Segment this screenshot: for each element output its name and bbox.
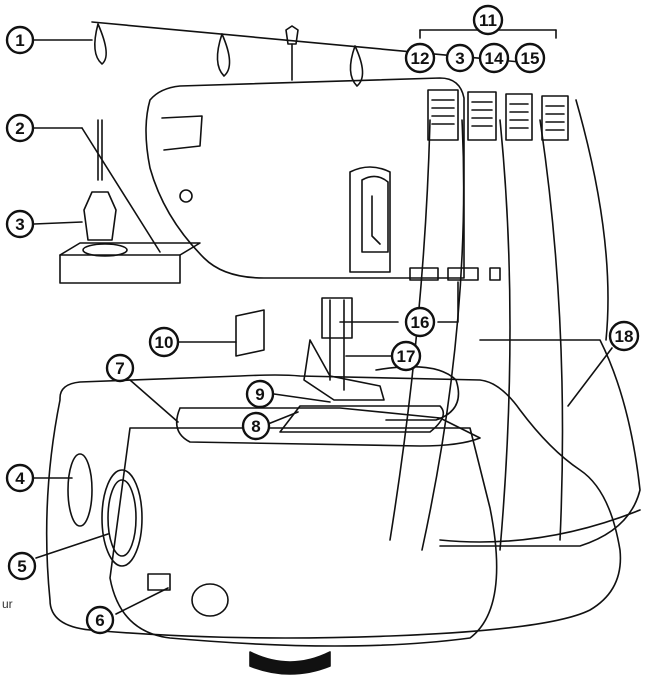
callout-label-c14: 14 (485, 49, 504, 68)
callout-circle-c16 (404, 306, 436, 338)
callout-label-c13: 3 (455, 49, 464, 68)
callout-label-c7: 7 (115, 359, 124, 378)
callout-label-c1: 1 (15, 31, 24, 50)
callout-circle-c2 (5, 113, 35, 143)
callout-circle-c11 (472, 4, 504, 36)
callout-label-c6: 6 (95, 611, 104, 630)
callout-circle-c12 (404, 42, 436, 74)
callout-circle-c18 (608, 320, 640, 352)
callout-circle-c13 (445, 43, 475, 73)
callout-circle-c10 (148, 326, 180, 358)
callout-circle-c1 (5, 25, 35, 55)
callout-label-c12: 12 (411, 49, 430, 68)
callout-circle-c8 (241, 411, 271, 441)
callout-label-c8: 8 (251, 417, 260, 436)
callout-circle-c4 (5, 463, 35, 493)
looper-cover (439, 339, 641, 547)
callout-circle-c17 (390, 340, 422, 372)
callout-label-c11: 11 (479, 11, 497, 30)
callout-label-c4: 4 (15, 469, 25, 488)
callout-circle-c7 (105, 353, 135, 383)
callout-circle-c5 (7, 551, 37, 581)
callout-label-c10: 10 (155, 333, 174, 352)
spool-stand (59, 119, 201, 284)
callout-circle-c3 (5, 209, 35, 239)
callout-label-c18: 18 (615, 327, 634, 346)
cropped-text-fragment: ur (2, 597, 13, 611)
leader-lines (31, 29, 613, 615)
callout-circle-c6 (85, 605, 115, 635)
machine-base (45, 374, 622, 675)
machine-upper-body (145, 77, 465, 279)
callout-label-c2: 2 (15, 119, 24, 138)
callout-label-c3: 3 (15, 215, 24, 234)
callout-label-c5: 5 (17, 557, 26, 576)
callout-label-c15: 15 (521, 49, 540, 68)
callout-circle-c9 (245, 379, 275, 409)
callout-label-c17: 17 (397, 347, 416, 366)
callout-circle-c15 (514, 42, 546, 74)
callout-label-c9: 9 (255, 385, 264, 404)
tension-dials (427, 89, 569, 141)
callout-circle-c14 (478, 42, 510, 74)
callout-label-c16: 16 (411, 313, 430, 332)
